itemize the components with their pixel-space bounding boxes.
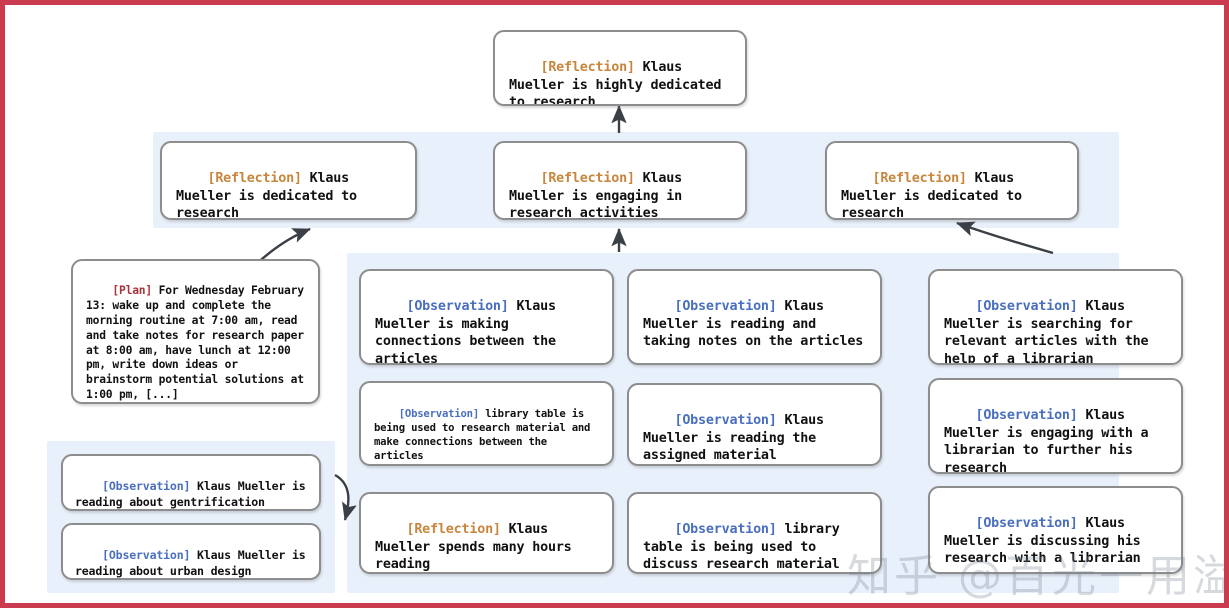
reflection-node-left[interactable]: [Reflection] Klaus Mueller is dedicated … xyxy=(160,141,417,220)
reflection-node-right[interactable]: [Reflection] Klaus Mueller is dedicated … xyxy=(825,141,1079,220)
node-text: Klaus Mueller is discussing his research… xyxy=(944,515,1149,567)
node-text: Klaus Mueller is highly dedicated to res… xyxy=(509,59,730,106)
node-text: Klaus Mueller is reading about gentrific… xyxy=(75,479,313,509)
reflection-node-center[interactable]: [Reflection] Klaus Mueller is engaging i… xyxy=(493,141,747,220)
node-tag: [Reflection] xyxy=(207,170,302,186)
node-tag: [Observation] xyxy=(674,412,777,428)
column-two-node-1[interactable]: [Observation] Klaus Mueller is reading a… xyxy=(627,269,882,365)
node-text: library table is being used to research … xyxy=(374,408,597,463)
node-text: Klaus Mueller is reading and taking note… xyxy=(643,298,864,350)
node-tag: [Observation] xyxy=(975,407,1078,423)
node-tag: [Reflection] xyxy=(872,170,967,186)
column-two-node-2[interactable]: [Observation] Klaus Mueller is reading t… xyxy=(627,383,882,466)
node-tag: [Observation] xyxy=(674,298,777,314)
node-tag: [Observation] xyxy=(102,548,191,563)
node-tag: [Reflection] xyxy=(540,59,635,75)
left-observation-node-1[interactable]: [Observation] Klaus Mueller is reading a… xyxy=(61,454,321,511)
node-text: Klaus Mueller is engaging with a librari… xyxy=(944,407,1157,474)
column-three-node-3[interactable]: [Observation] Klaus Mueller is discussin… xyxy=(928,486,1183,574)
column-one-node-2[interactable]: [Observation] library table is being use… xyxy=(359,381,614,466)
node-tag: [Reflection] xyxy=(406,521,501,537)
column-one-node-3[interactable]: [Reflection] Klaus Mueller spends many h… xyxy=(359,492,614,574)
node-text: Klaus Mueller is engaging in research ac… xyxy=(509,170,690,220)
column-one-node-1[interactable]: [Observation] Klaus Mueller is making co… xyxy=(359,269,614,365)
node-tag: [Reflection] xyxy=(540,170,635,186)
node-text: Klaus Mueller is searching for relevant … xyxy=(944,298,1157,365)
node-text: Klaus Mueller spends many hours reading xyxy=(375,521,580,573)
top-reflection-node[interactable]: [Reflection] Klaus Mueller is highly ded… xyxy=(493,30,747,106)
column-three-node-2[interactable]: [Observation] Klaus Mueller is engaging … xyxy=(928,378,1183,474)
left-observation-node-2[interactable]: [Observation] Klaus Mueller is reading a… xyxy=(61,523,321,580)
node-tag: [Observation] xyxy=(406,298,509,314)
node-text: Klaus Mueller is dedicated to research xyxy=(176,170,365,220)
column-three-node-1[interactable]: [Observation] Klaus Mueller is searching… xyxy=(928,269,1183,365)
node-tag: [Observation] xyxy=(975,515,1078,531)
node-text: library table is being used to discuss r… xyxy=(643,521,848,573)
node-text: For Wednesday February 13: wake up and c… xyxy=(86,283,311,402)
node-text: Klaus Mueller is reading the assigned ma… xyxy=(643,412,832,464)
node-tag: [Observation] xyxy=(102,479,191,494)
node-text: Klaus Mueller is making connections betw… xyxy=(375,298,564,365)
column-two-node-3[interactable]: [Observation] library table is being use… xyxy=(627,492,882,574)
plan-node[interactable]: [Plan] For Wednesday February 13: wake u… xyxy=(71,259,320,404)
node-text: Klaus Mueller is reading about urban des… xyxy=(75,548,313,578)
node-tag: [Observation] xyxy=(975,298,1078,314)
node-tag: [Observation] xyxy=(674,521,777,537)
node-tag: [Observation] xyxy=(398,408,480,421)
node-text: Klaus Mueller is dedicated to research xyxy=(841,170,1030,220)
node-tag: [Plan] xyxy=(112,283,153,297)
